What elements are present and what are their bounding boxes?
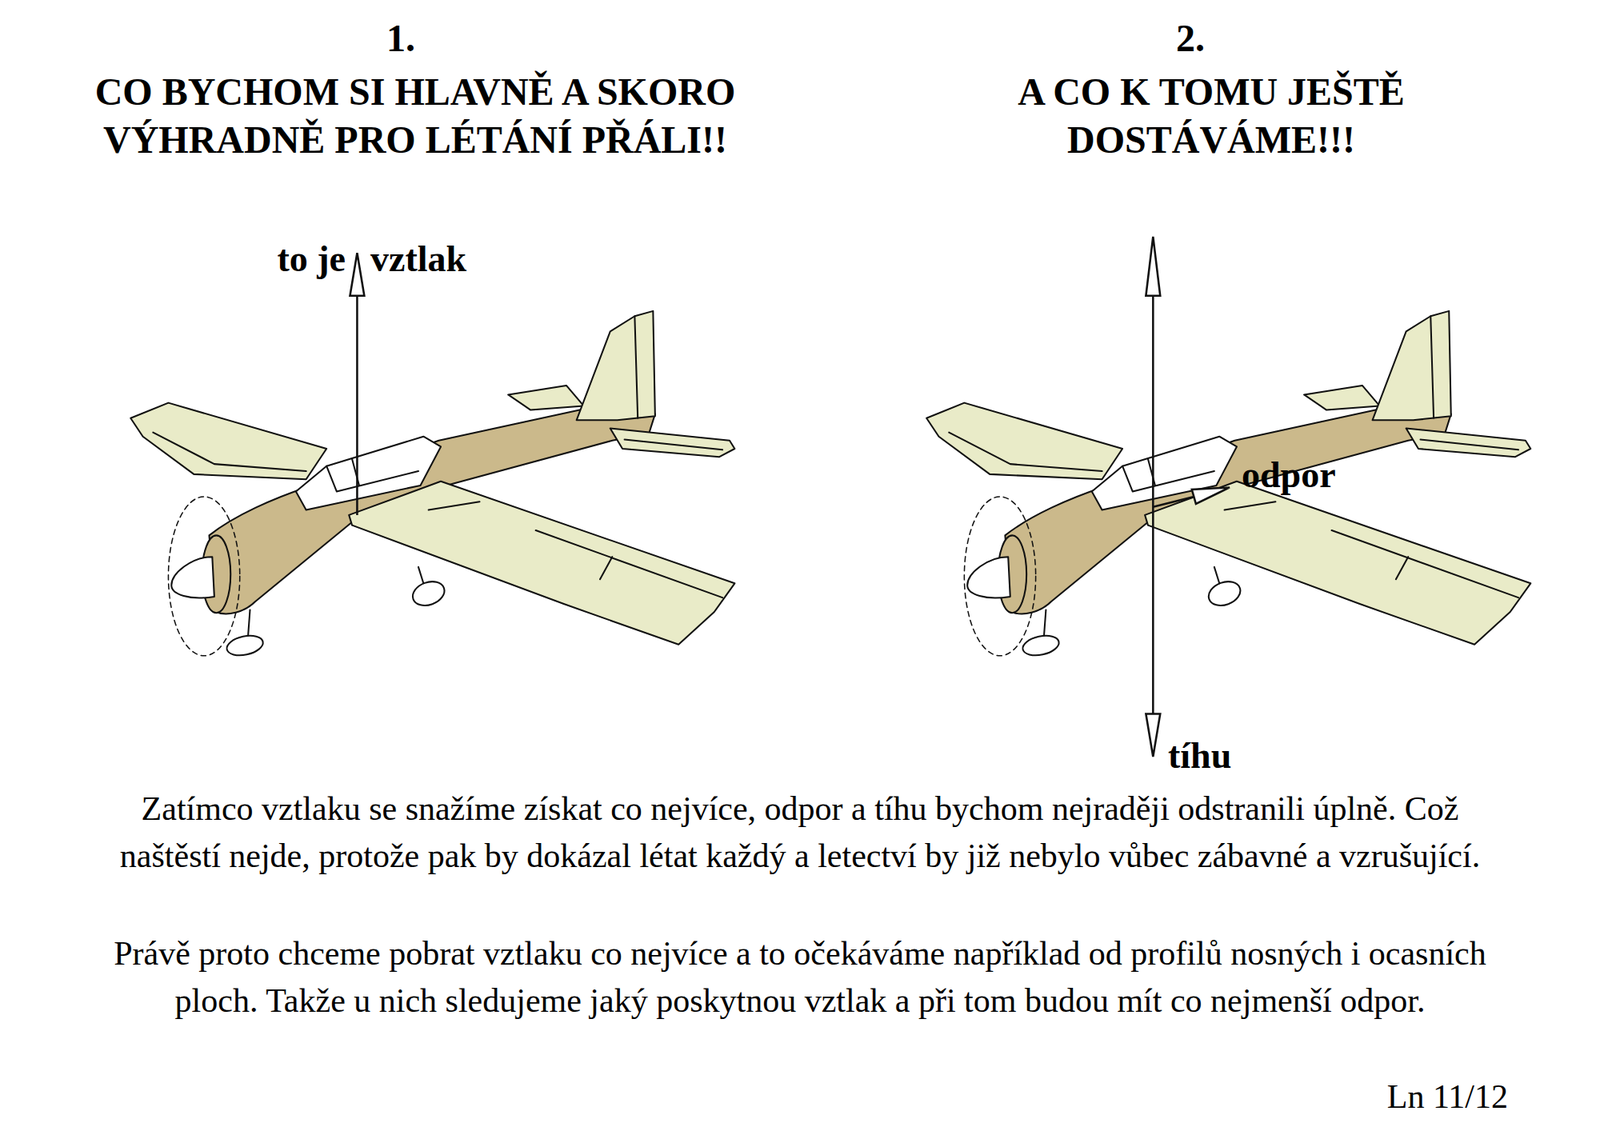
airplane-drawing — [926, 311, 1531, 659]
panel-number: 1. — [360, 14, 441, 63]
body-text: Právě proto chceme pobrat vztlaku co nej… — [100, 930, 1500, 1025]
drag-arrow — [1152, 487, 1230, 507]
page-number: Ln 11/12 — [1387, 1073, 1508, 1121]
force-arrow — [1145, 236, 1160, 757]
airplane-drawing — [130, 311, 735, 659]
force-label: odpor — [1241, 452, 1336, 497]
panel-heading: A CO K TOMU JEŠTĚ DOSTÁVÁME!!! — [971, 68, 1452, 164]
force-label: tíhu — [1168, 733, 1232, 778]
lift-arrow — [350, 252, 365, 516]
force-label: to je — [276, 236, 346, 281]
body-text: Zatímco vztlaku se snažíme získat co nej… — [100, 785, 1500, 880]
panel-number: 2. — [1150, 14, 1231, 63]
force-label: vztlak — [370, 236, 467, 281]
panel-heading: CO BYCHOM SI HLAVNĚ A SKORO VÝHRADNĚ PRO… — [31, 68, 800, 164]
